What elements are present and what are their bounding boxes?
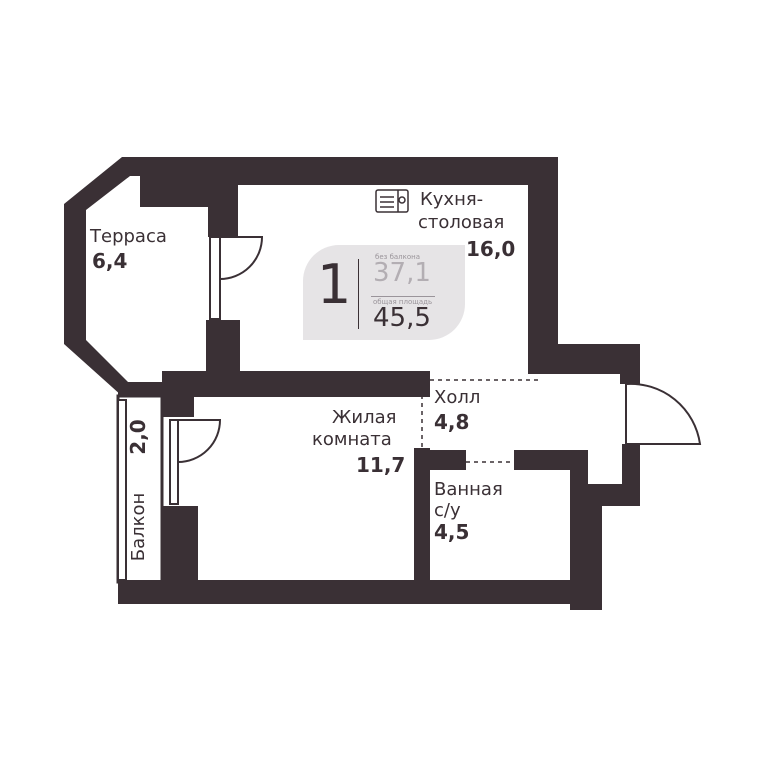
door-balcony (177, 419, 222, 464)
wall-kitchen-right (528, 157, 558, 367)
wall-bath-top-right (514, 450, 588, 470)
door-entrance (625, 382, 702, 445)
kitchen-name-2: столовая (418, 212, 505, 233)
bath-area: 4,5 (434, 520, 470, 544)
wall-bath-top-left (414, 450, 466, 470)
living-name-1: Жилая (332, 407, 397, 428)
wall-top (140, 157, 558, 185)
badge-divider (358, 259, 359, 329)
summary-badge: 1 без балкона 37,1 общая площадь 45,5 (303, 245, 465, 340)
wall-middle (162, 371, 430, 397)
wall-partition-upper (414, 371, 430, 387)
wall-living-left (162, 506, 198, 584)
area-no-balcony-value: 37,1 (373, 258, 431, 288)
window-living (169, 419, 179, 505)
total-area-label: общая площадь (373, 298, 433, 306)
total-area-value: 45,5 (373, 303, 431, 333)
door-terrace (219, 236, 264, 281)
living-area: 11,7 (356, 453, 406, 477)
terrace-area: 6,4 (92, 249, 128, 273)
balcony-name: Балкон (128, 492, 149, 562)
bath-name-2: с/у (434, 500, 461, 521)
hall-name: Холл (434, 387, 481, 408)
living-name-2: комната (312, 429, 392, 450)
hall-area: 4,8 (434, 410, 470, 434)
wall-kitchen-left-upper (208, 185, 238, 237)
balcony-area: 2,0 (126, 419, 150, 455)
kitchen-stove-icon (375, 189, 409, 213)
wall-bottom (118, 580, 602, 604)
badge-line (371, 296, 435, 297)
balcony-inner (117, 399, 127, 581)
kitchen-name-1: Кухня- (420, 189, 484, 210)
kitchen-area: 16,0 (466, 237, 516, 261)
rooms-count: 1 (317, 253, 352, 316)
wall-partition (414, 448, 430, 583)
wall-right-stub (620, 344, 640, 384)
terrace-name: Терраса (90, 226, 167, 247)
window-terrace (209, 236, 221, 320)
bath-name-1: Ванная (434, 479, 503, 500)
area-no-balcony-label: без балкона (375, 253, 421, 261)
